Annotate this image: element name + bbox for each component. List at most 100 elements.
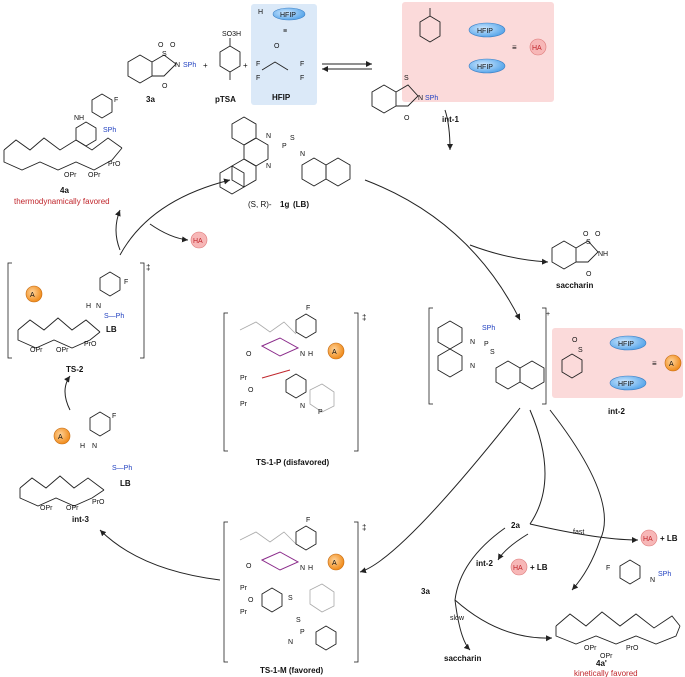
int1-equiv: ≡ — [512, 43, 517, 52]
svg-text:OPr: OPr — [584, 645, 597, 652]
ts1m-structure: F N H O Pr O Pr S S P N — [239, 517, 337, 651]
sph-int1: SPh — [425, 95, 438, 102]
catalyst-prefix: (S, R)- — [248, 200, 272, 209]
reagent-hfip-label: HFIP — [272, 93, 291, 102]
int1-ha: HA — [532, 45, 542, 52]
ts2-dagger: ‡ — [146, 263, 150, 272]
svg-text:F: F — [306, 305, 310, 312]
svg-text:P: P — [282, 143, 287, 150]
catalyst-id: 1g — [280, 200, 289, 209]
svg-text:F: F — [300, 75, 304, 82]
product-4a-note: thermodynamically favored — [14, 197, 110, 206]
int3-sph: S—Ph — [112, 465, 132, 472]
reagent-ptsa-label: pTSA — [215, 95, 236, 104]
ts1p-structure: F N H O Pr O Pr N P — [239, 305, 335, 416]
svg-text:N: N — [175, 62, 180, 69]
reagent-2a-label: 2a — [511, 521, 520, 530]
svg-text:N: N — [470, 339, 475, 346]
svg-text:LB: LB — [106, 325, 117, 334]
svg-text:F: F — [256, 75, 260, 82]
svg-text:F: F — [124, 279, 128, 286]
ha-mid: HA — [513, 565, 523, 572]
hfip-h: H — [258, 9, 263, 16]
int1-hfip-2: HFIP — [477, 64, 493, 71]
svg-text:N: N — [650, 577, 655, 584]
int3-label: int-3 — [72, 515, 89, 524]
catalyst-suffix: (LB) — [293, 200, 309, 209]
svg-text:O: O — [158, 42, 164, 49]
svg-text:Pr: Pr — [240, 375, 248, 382]
svg-text:PrO: PrO — [626, 645, 639, 652]
fast-label: fast — [573, 529, 584, 536]
ts2-label: TS-2 — [66, 365, 84, 374]
svg-text:N: N — [300, 351, 305, 358]
svg-text:S: S — [290, 135, 295, 142]
svg-text:OPr: OPr — [88, 172, 101, 179]
int2-plus: + — [546, 311, 550, 318]
svg-text:OPr: OPr — [64, 172, 77, 179]
svg-text:N: N — [266, 133, 271, 140]
int2-catalyst-structure: N SPh P S N — [437, 320, 545, 390]
svg-text:O: O — [170, 42, 176, 49]
ts1p-label: TS-1-P (disfavored) — [256, 458, 330, 467]
svg-text:O: O — [246, 563, 252, 570]
svg-text:OPr: OPr — [66, 505, 79, 512]
hfip-triple: ≡ — [283, 28, 287, 35]
svg-text:F: F — [606, 565, 610, 572]
svg-text:LB: LB — [120, 479, 131, 488]
ha-right: HA — [643, 536, 653, 543]
ts1m-dagger: ‡ — [362, 523, 366, 532]
svg-text:O: O — [404, 115, 410, 122]
svg-text:O: O — [248, 597, 254, 604]
reagent-3a-bottom: 3a — [421, 587, 430, 596]
ts2-a: A — [30, 292, 35, 299]
svg-text:H: H — [308, 351, 313, 358]
ts1m-label: TS-1-M (favored) — [260, 666, 323, 675]
ha-lb-right: + LB — [660, 534, 678, 543]
svg-text:N: N — [300, 403, 305, 410]
svg-text:O: O — [248, 387, 254, 394]
hfip-tag: HFIP — [280, 12, 296, 19]
svg-text:N: N — [266, 163, 271, 170]
ts1m-a: A — [332, 560, 337, 567]
svg-text:OPr: OPr — [40, 505, 53, 512]
svg-text:S: S — [296, 617, 301, 624]
svg-text:NH: NH — [74, 115, 84, 122]
int3-structure: F H N S—Ph LB OPr OPr PrO — [19, 411, 132, 512]
svg-text:O: O — [586, 271, 592, 278]
svg-text:H: H — [80, 443, 85, 450]
svg-text:OPr: OPr — [600, 653, 613, 660]
ha-top: HA — [193, 238, 203, 245]
int1-label: int-1 — [442, 115, 459, 124]
svg-text:F: F — [114, 97, 118, 104]
svg-text:S: S — [404, 75, 409, 82]
hfip-o: O — [274, 43, 280, 50]
svg-text:O: O — [572, 337, 578, 344]
hfip-box — [251, 4, 317, 105]
svg-text:Pr: Pr — [240, 585, 248, 592]
svg-text:F: F — [300, 61, 304, 68]
svg-text:P: P — [300, 629, 305, 636]
svg-text:O: O — [595, 231, 601, 238]
int2-anion-box — [552, 328, 683, 398]
product-4a-label: 4a — [60, 186, 69, 195]
catalyst-structure: N P S N N — [219, 116, 351, 195]
svg-text:N: N — [300, 151, 305, 158]
reagent-3a-label: 3a — [146, 95, 155, 104]
svg-text:N: N — [92, 443, 97, 450]
product-4a2-label: 4a' — [596, 659, 607, 668]
svg-text:S: S — [288, 595, 293, 602]
svg-text:H: H — [86, 303, 91, 310]
svg-text:S: S — [586, 239, 591, 246]
svg-text:PrO: PrO — [108, 161, 121, 168]
svg-text:S: S — [162, 51, 167, 58]
svg-text:P: P — [484, 341, 489, 348]
saccharin-bottom: saccharin — [444, 654, 481, 663]
svg-text:S: S — [578, 347, 583, 354]
svg-text:NH: NH — [598, 251, 608, 258]
svg-text:F: F — [256, 61, 260, 68]
ha-lb-mid: + LB — [530, 563, 548, 572]
